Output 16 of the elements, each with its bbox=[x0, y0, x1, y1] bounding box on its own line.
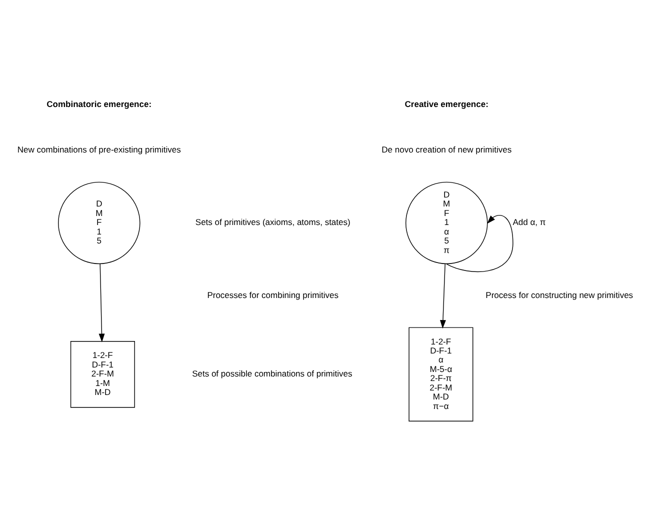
label: New combinations of pre-existing primitives bbox=[17, 144, 181, 154]
node-box: 1-2-F D-F-1 2-F-M 1-M M-D bbox=[70, 341, 135, 408]
label: Processes for combining primitives bbox=[207, 290, 339, 300]
arrow bbox=[98, 264, 105, 342]
label: Sets of primitives (axioms, atoms, states) bbox=[195, 217, 350, 228]
edge-label: Add α, π bbox=[512, 217, 546, 228]
label: De novo creation of new primitives bbox=[382, 144, 512, 154]
node-circle: D M F 1 α 5 π bbox=[405, 182, 488, 264]
label: Combinatoric emergence: bbox=[46, 99, 152, 110]
arrow bbox=[440, 264, 446, 329]
label: Sets of possible combinations of primitives bbox=[192, 368, 352, 379]
node-circle: D M F 1 5 bbox=[58, 182, 140, 264]
arrow bbox=[446, 214, 514, 272]
node-box: 1-2-F D-F-1 α M-5-α 2-F-π 2-F-M M-D π−α bbox=[408, 327, 474, 422]
label: Creative emergence: bbox=[404, 99, 488, 110]
label: Process for constructing new primitives bbox=[486, 290, 634, 300]
